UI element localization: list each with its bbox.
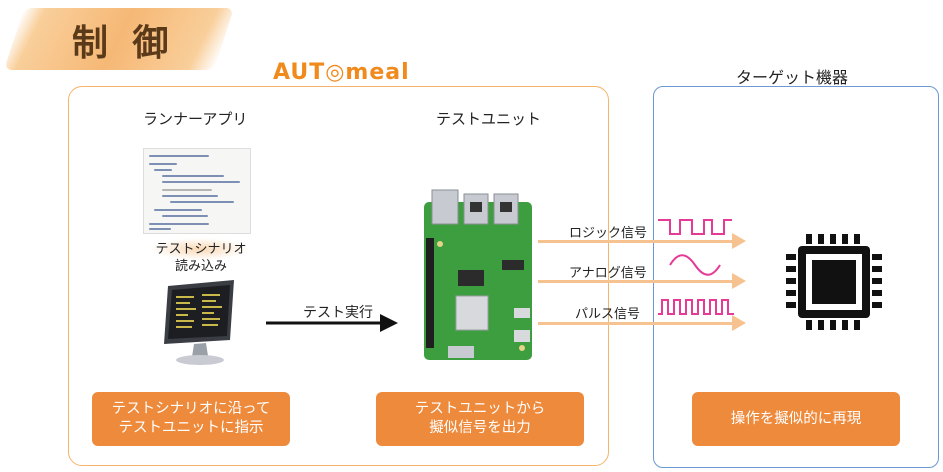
test-run-arrow-icon: [266, 314, 398, 332]
brand-logo: AUT◎meal: [273, 60, 410, 85]
automeal-panel: [68, 86, 609, 466]
logic-wave-icon: [658, 219, 732, 235]
monitor-icon: [164, 280, 234, 365]
logic-signal-label: ロジック信号: [569, 226, 648, 241]
target-device-panel: [653, 86, 939, 468]
target-device-title: ターゲット機器: [736, 68, 849, 87]
page-title: 制 御: [72, 23, 175, 64]
analog-signal-arrow-line: [538, 280, 734, 283]
runner-app-title: ランナーアプリ: [143, 110, 248, 128]
scenario-load-label: テストシナリオ 読み込み: [155, 242, 247, 274]
pulse-signal-arrow-line: [538, 322, 734, 325]
sine-wave-icon: [669, 254, 721, 276]
scenario-glow: [150, 238, 250, 260]
test-unit-title: テストユニット: [436, 110, 542, 128]
raspberry-pi-board-icon: [424, 189, 532, 360]
microchip-icon: [786, 234, 882, 330]
runner-action-box: テストシナリオに沿って テストユニットに指示: [92, 392, 290, 446]
analog-signal-label: アナログ信号: [569, 266, 647, 281]
test-run-label: テスト実行: [303, 305, 373, 321]
code-snippet-image: [143, 148, 251, 234]
pulse-signal-label: パルス信号: [575, 307, 641, 322]
target-action-box: 操作を擬似的に再現: [692, 392, 900, 446]
analog-signal-arrow-head: [732, 273, 746, 289]
pulse-signal-arrow-head: [732, 315, 746, 331]
pulse-wave-icon: [658, 299, 734, 315]
logic-signal-arrow-head: [732, 233, 746, 249]
unit-action-box: テストユニットから 擬似信号を出力: [376, 392, 584, 446]
logic-signal-arrow-line: [538, 240, 734, 243]
